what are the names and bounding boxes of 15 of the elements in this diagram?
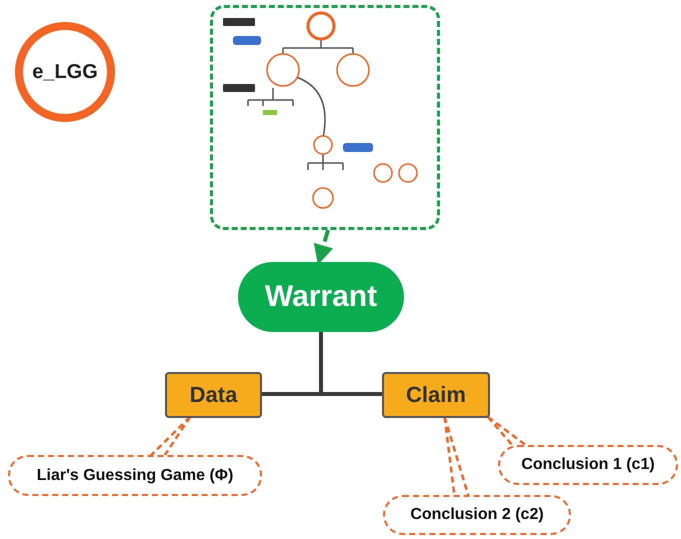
node-label: Data	[190, 382, 238, 408]
process-box	[165, 372, 262, 418]
process-box	[382, 372, 490, 418]
node-label: Claim	[406, 382, 466, 408]
callout-tail	[486, 416, 528, 448]
node-label: e_LGG	[32, 60, 98, 84]
circle-node	[15, 22, 115, 122]
node-label: Liar's Guessing Game (Φ)	[36, 466, 234, 484]
dashed-frame	[210, 5, 440, 230]
callout-tail	[149, 416, 192, 458]
callout-tail	[443, 416, 470, 498]
node-label: Warrant	[264, 280, 378, 314]
node-label: Conclusion 1 (c1)	[521, 456, 655, 474]
node-label: Conclusion 2 (c2)	[410, 506, 544, 524]
arrow	[314, 229, 334, 265]
